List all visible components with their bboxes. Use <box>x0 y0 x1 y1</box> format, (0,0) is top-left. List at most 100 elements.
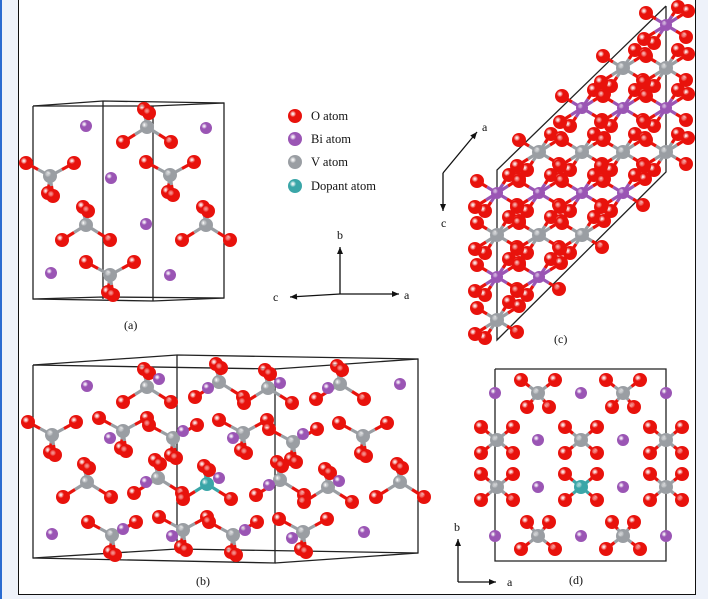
axis-label-a-center: a <box>404 288 410 302</box>
axis-arrow-b <box>337 247 343 294</box>
oxygen-atom <box>553 115 567 129</box>
axis-label-a-panel-d: a <box>507 575 513 589</box>
oxygen-atom <box>470 258 484 272</box>
legend-bi-label: Bi atom <box>311 132 351 146</box>
oxygen-atom <box>417 490 431 504</box>
oxygen-atom <box>675 493 689 507</box>
bismuth-atom <box>105 172 117 184</box>
oxygen-atom <box>223 233 237 247</box>
oxygen-atom <box>357 392 371 406</box>
oxygen-atom <box>212 413 226 427</box>
axis-label-c-panel-c: c <box>441 216 446 230</box>
vanadium-atom <box>393 475 407 489</box>
oxygen-atom <box>554 256 568 270</box>
vanadium-atom <box>116 424 130 438</box>
oxygen-atom <box>553 200 567 214</box>
bismuth-atom <box>491 187 503 199</box>
oxygen-atom <box>595 240 609 254</box>
oxygen-atom <box>249 488 263 502</box>
oxygen-atom <box>81 204 95 218</box>
oxygen-atom <box>643 420 657 434</box>
bismuth-atom <box>489 387 501 399</box>
oxygen-atom <box>506 420 520 434</box>
axes <box>289 131 496 585</box>
bismuth-atom <box>164 269 176 281</box>
oxygen-atom <box>605 400 619 414</box>
oxygen-atom <box>470 216 484 230</box>
bismuth-atom <box>617 102 629 114</box>
vanadium-atom <box>616 145 630 159</box>
vanadium-atom <box>296 525 310 539</box>
vanadium-atom <box>490 480 504 494</box>
bismuth-atom <box>617 434 629 446</box>
vanadium-atom <box>659 61 673 75</box>
unit-cell-edge <box>32 296 225 300</box>
vanadium-atom <box>140 380 154 394</box>
oxygen-atom <box>627 515 641 529</box>
oxygen-atom <box>512 299 526 313</box>
bismuth-atom <box>274 377 286 389</box>
bismuth-atom <box>227 432 239 444</box>
axis-arrow-c-panel-c <box>440 173 446 211</box>
oxygen-atom <box>468 327 482 341</box>
oxygen-atom <box>139 155 153 169</box>
unit-cell-outlines <box>32 5 667 564</box>
oxygen-atom <box>201 204 215 218</box>
legend-dopant-label: Dopant atom <box>311 179 376 193</box>
oxygen-atom <box>127 255 141 269</box>
panel-label-a: (a) <box>124 318 137 332</box>
bismuth-atom <box>533 271 545 283</box>
oxygen-atom <box>164 395 178 409</box>
oxygen-atom <box>380 416 394 430</box>
oxygen-atom <box>514 542 528 556</box>
oxygen-atom <box>679 113 693 127</box>
vanadium-atom <box>532 145 546 159</box>
oxygen-atom <box>116 135 130 149</box>
vanadium-atom <box>105 528 119 542</box>
oxygen-atom <box>56 490 70 504</box>
oxygen-atom <box>468 200 482 214</box>
oxygen-atom <box>470 301 484 315</box>
oxygen-atom <box>510 284 524 298</box>
oxygen-atom <box>323 466 337 480</box>
oxygen-atom <box>229 548 243 562</box>
bismuth-atom <box>660 19 672 31</box>
bismuth-atom <box>576 102 588 114</box>
oxygen-atom <box>359 449 373 463</box>
oxygen-atom <box>506 493 520 507</box>
bismuth-atom <box>575 387 587 399</box>
vanadium-atom <box>356 429 370 443</box>
oxygen-atom <box>558 493 572 507</box>
oxygen-atom <box>552 282 566 296</box>
oxygen-atom <box>153 457 167 471</box>
bismuth-atom <box>213 472 225 484</box>
oxygen-atom <box>468 284 482 298</box>
oxygen-atom <box>558 420 572 434</box>
bismuth-atom <box>117 523 129 535</box>
axis-arrow-b-panel-d <box>455 539 461 582</box>
oxygen-atom <box>590 446 604 460</box>
oxygen-atom <box>263 367 277 381</box>
oxygen-atom <box>633 373 647 387</box>
oxygen-atom <box>597 214 611 228</box>
oxygen-atom <box>335 363 349 377</box>
oxygen-atom <box>681 47 695 61</box>
axis-arrow-a-panel-d <box>458 579 496 585</box>
oxygen-atom <box>599 542 613 556</box>
oxygen-atom <box>142 106 156 120</box>
axis-arrow-a-panel-c <box>442 131 478 174</box>
oxygen-atom <box>638 172 652 186</box>
bismuth-atom <box>153 373 165 385</box>
axis-arrow-a <box>340 291 399 297</box>
bismuth-atom <box>177 425 189 437</box>
bismuth-atom <box>46 528 58 540</box>
oxygen-atom <box>637 75 651 89</box>
vanadium-atom <box>333 377 347 391</box>
bismuth-atom <box>575 530 587 542</box>
bismuth-atom <box>533 187 545 199</box>
oxygen-atom <box>169 451 183 465</box>
vanadium-atom <box>616 386 630 400</box>
oxygen-atom <box>639 133 653 147</box>
bismuth-atom <box>140 476 152 488</box>
